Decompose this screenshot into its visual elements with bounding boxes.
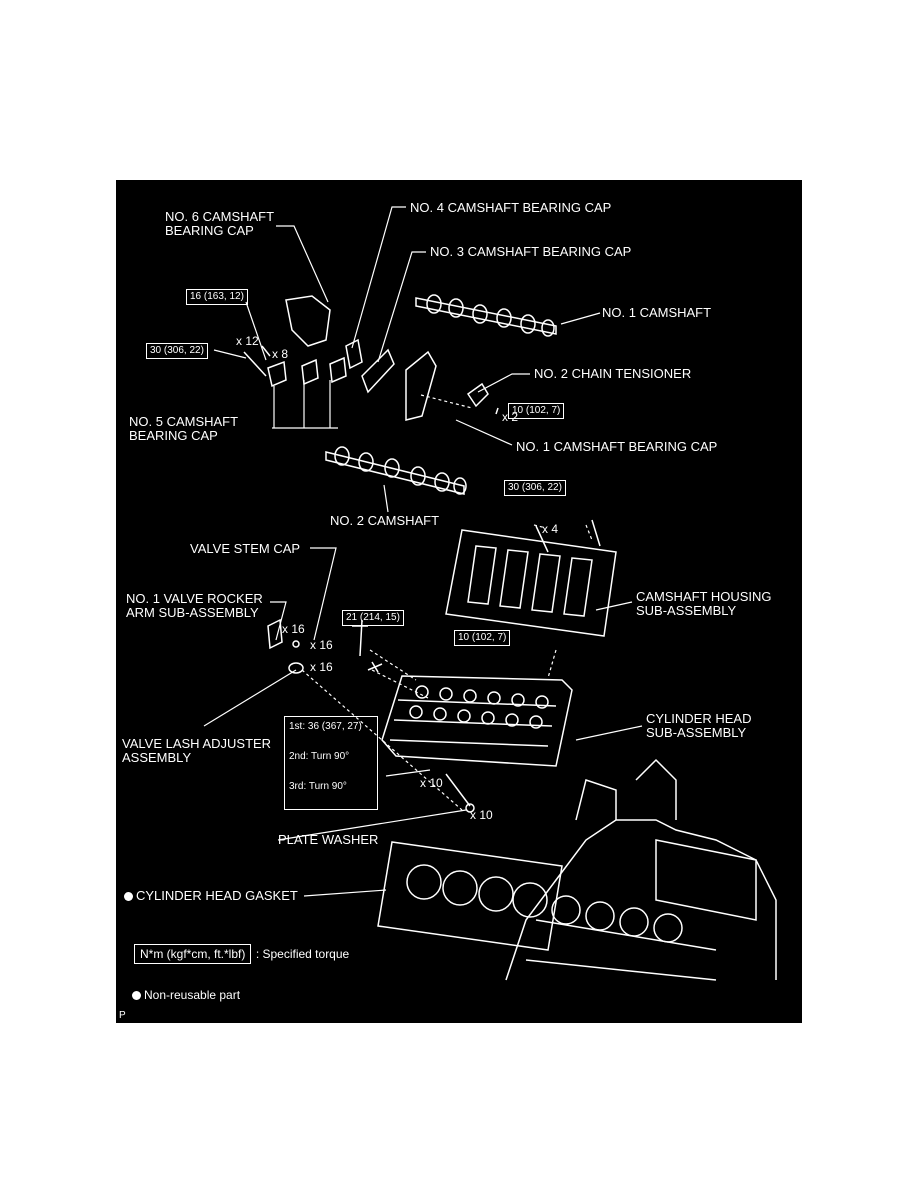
- qty-x2: x 2: [502, 410, 519, 424]
- legend-torque: N*m (kgf*cm, ft.*lbf) : Specified torque: [134, 944, 349, 964]
- no2-chain-tensioner: [466, 382, 489, 408]
- qty-x10-washer: x 10: [470, 808, 493, 822]
- cylinder-head-gasket: [377, 841, 563, 951]
- torque-box-30b: 30 (306, 22): [504, 480, 566, 496]
- label-no2-chain-tensioner: NO. 2 CHAIN TENSIONER: [534, 366, 692, 381]
- diagram-artwork: [203, 206, 777, 981]
- engine-block: [505, 758, 777, 981]
- legend-torque-desc: : Specified torque: [255, 947, 350, 961]
- no5-camshaft-bearing-cap: [267, 360, 287, 388]
- label-no2-camshaft: NO. 2 CAMSHAFT: [330, 513, 440, 528]
- exploded-parts-diagram: NO. 6 CAMSHAFT BEARING CAP NO. 4 CAMSHAF…: [116, 180, 802, 1023]
- label-no6-camshaft-bearing-cap: NO. 6 CAMSHAFT BEARING CAP: [165, 209, 275, 238]
- gasket-text: CYLINDER HEAD GASKET: [136, 888, 298, 903]
- label-valve-stem-cap: VALVE STEM CAP: [190, 541, 301, 556]
- tightening-steps-box: 1st: 36 (367, 27) 2nd: Turn 90° 3rd: Tur…: [284, 716, 378, 810]
- label-valve-lash-adjuster: VALVE LASH ADJUSTER ASSEMBLY: [122, 736, 272, 765]
- label-camshaft-housing: CAMSHAFT HOUSING SUB-ASSEMBLY: [636, 589, 772, 618]
- no3-camshaft-bearing-cap: [361, 348, 395, 394]
- label-no4-camshaft-bearing-cap: NO. 4 CAMSHAFT BEARING CAP: [410, 200, 612, 215]
- non-reusable-dot-icon: [132, 991, 141, 1000]
- legend-non-reusable: Non-reusable part: [132, 988, 240, 1002]
- label-no1-camshaft-bearing-cap: NO. 1 CAMSHAFT BEARING CAP: [516, 439, 718, 454]
- camshaft-housing-sub-assembly: [445, 529, 617, 637]
- torque-box-10b: 10 (102, 7): [454, 630, 511, 646]
- qty-x4: x 4: [542, 522, 559, 536]
- legend-torque-unit: N*m (kgf*cm, ft.*lbf): [134, 944, 252, 964]
- qty-x8: x 8: [272, 347, 289, 361]
- no1-camshaft-bearing-cap: [405, 350, 437, 421]
- no1-camshaft: [415, 297, 557, 335]
- label-plate-washer: PLATE WASHER: [278, 832, 379, 847]
- parts-group: [243, 294, 777, 981]
- qty-x16-lash: x 16: [310, 660, 333, 674]
- qty-x12: x 12: [236, 334, 259, 348]
- corner-mark: P: [119, 1010, 126, 1021]
- step-1: 1st: 36 (367, 27): [289, 721, 362, 732]
- qty-x16-stemcap: x 16: [310, 638, 333, 652]
- qty-x10-bolt: x 10: [420, 776, 443, 790]
- qty-x16-rocker: x 16: [282, 622, 305, 636]
- cylinder-head-sub-assembly: [381, 675, 573, 767]
- torque-box-30a: 30 (306, 22): [146, 343, 208, 359]
- no4-camshaft-bearing-cap: [345, 338, 363, 370]
- no2-camshaft: [325, 451, 465, 495]
- step-2: 2nd: Turn 90°: [289, 751, 350, 762]
- legend-non-reusable-text: Non-reusable part: [144, 988, 241, 1002]
- torque-box-16: 16 (163, 12): [186, 289, 248, 305]
- label-no3-camshaft-bearing-cap: NO. 3 CAMSHAFT BEARING CAP: [430, 244, 632, 259]
- label-no1-camshaft: NO. 1 CAMSHAFT: [602, 305, 712, 320]
- label-no1-valve-rocker-arm: NO. 1 VALVE ROCKER ARM SUB-ASSEMBLY: [126, 591, 263, 620]
- label-cylinder-head: CYLINDER HEAD SUB-ASSEMBLY: [646, 711, 752, 740]
- torque-box-21: 21 (214, 15): [342, 610, 404, 626]
- label-cylinder-head-gasket: CYLINDER HEAD GASKET: [124, 889, 298, 903]
- step-3: 3rd: Turn 90°: [289, 781, 347, 792]
- no6-camshaft-bearing-cap: [285, 295, 331, 347]
- torque-box-10a: 10 (102, 7): [508, 403, 565, 419]
- non-reusable-dot-icon: [124, 892, 133, 901]
- no1-valve-rocker-arm: [267, 618, 283, 650]
- label-no5-camshaft-bearing-cap: NO. 5 CAMSHAFT BEARING CAP: [129, 414, 239, 443]
